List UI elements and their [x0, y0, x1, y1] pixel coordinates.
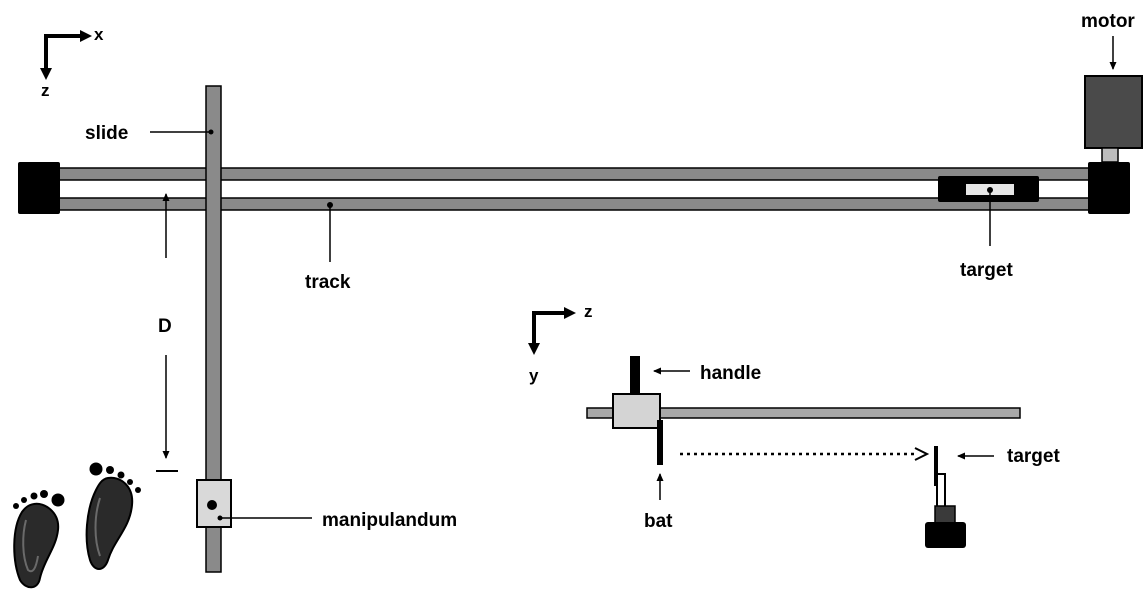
side-target-base — [925, 522, 966, 548]
side-z-axis-label: z — [584, 302, 593, 321]
side-target-blade — [934, 446, 938, 486]
manipulandum-label: manipulandum — [322, 510, 457, 531]
side-axes-indicator: z y — [528, 302, 593, 385]
side-target-stem — [936, 473, 946, 509]
motor-shaft — [1101, 147, 1119, 163]
track-label: track — [305, 272, 351, 293]
motor-label: motor — [1081, 11, 1135, 32]
distance-label: D — [158, 316, 172, 337]
side-target-label: target — [1007, 446, 1060, 467]
bat — [657, 420, 663, 465]
bat-carriage — [612, 393, 661, 429]
slide: slide — [85, 85, 222, 573]
handle — [630, 356, 640, 396]
motor: motor — [1081, 11, 1143, 163]
z-axis-label: z — [41, 81, 50, 100]
side-target-base-top — [934, 505, 956, 524]
track-end-block-right — [1088, 162, 1130, 214]
track — [18, 162, 1130, 214]
track-end-block-left — [18, 162, 60, 214]
top-axes-indicator: x z — [40, 25, 104, 100]
manipulandum: manipulandum — [196, 479, 457, 531]
bat-label: bat — [644, 511, 673, 532]
slide-label: slide — [85, 123, 128, 144]
handle-label: handle — [700, 363, 761, 384]
side-view-apparatus — [586, 356, 1021, 548]
x-axis-label: x — [94, 25, 104, 44]
track-annotation: track — [305, 202, 351, 293]
side-view-annotations: handle bat target — [644, 363, 1060, 532]
distance-dimension: D — [156, 193, 178, 472]
x-axis-arrow — [44, 34, 82, 40]
track-target-label: target — [960, 260, 1013, 281]
slide-bar — [205, 85, 222, 573]
motor-body — [1084, 75, 1143, 149]
side-y-axis-label: y — [529, 366, 539, 385]
side-track-bar — [586, 407, 1021, 419]
track-target: target — [938, 176, 1039, 281]
footprints-icon — [13, 462, 141, 589]
